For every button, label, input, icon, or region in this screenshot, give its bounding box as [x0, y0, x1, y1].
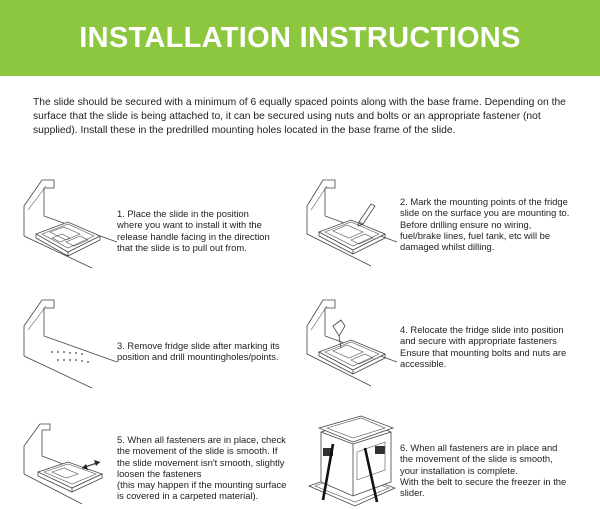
step-6: 6. When all fasteners are in place and t…: [305, 412, 595, 509]
step-5-text: 5. When all fasteners are in place, chec…: [117, 434, 287, 502]
step-4-text: 4. Relocate the fridge slide into positi…: [400, 324, 567, 369]
step-3: 3. Remove fridge slide after marking its…: [22, 296, 292, 396]
step-5-illustration: [23, 423, 104, 505]
title-banner: INSTALLATION INSTRUCTIONS: [0, 0, 600, 76]
step-1-text: 1. Place the slide in the position where…: [117, 208, 270, 253]
step-3-text: 3. Remove fridge slide after marking its…: [117, 340, 280, 363]
step-2: 2. Mark the mounting points of the fridg…: [305, 176, 595, 276]
step-2-text: 2. Mark the mounting points of the fridg…: [400, 196, 570, 253]
step-6-text: 6. When all fasteners are in place and t…: [400, 442, 567, 499]
step-6-illustration: [307, 415, 397, 507]
intro-paragraph: The slide should be secured with a minim…: [33, 97, 566, 136]
step-5: 5. When all fasteners are in place, chec…: [22, 420, 312, 509]
step-4-illustration: [306, 299, 398, 387]
step-1: 1. Place the slide in the position where…: [22, 176, 292, 276]
page-title: INSTALLATION INSTRUCTIONS: [79, 21, 521, 54]
step-2-illustration: [306, 179, 398, 267]
step-3-illustration: [23, 299, 118, 389]
step-1-illustration: [23, 179, 118, 269]
step-4: 4. Relocate the fridge slide into positi…: [305, 296, 595, 396]
